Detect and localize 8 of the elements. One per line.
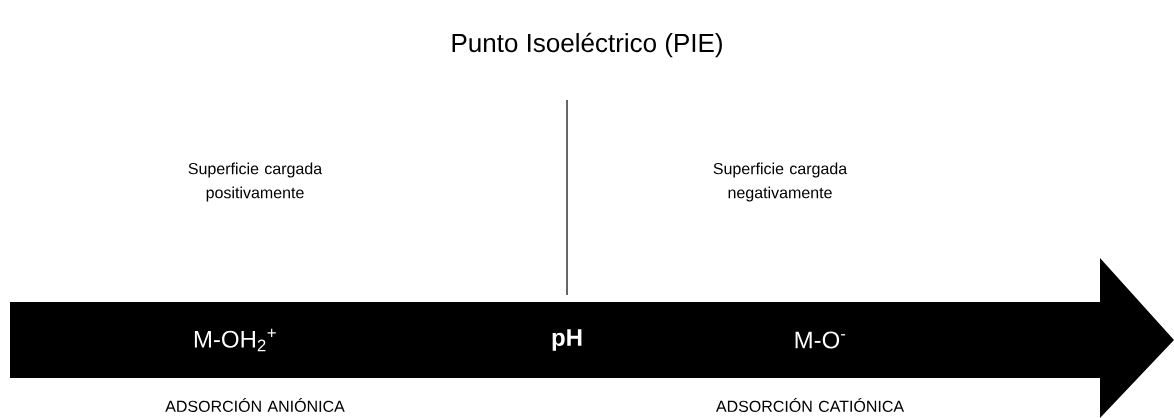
- surface-note: ADSORCIÓN ANIÓNICA: [165, 398, 345, 412]
- arrow-text: pH: [552, 329, 582, 351]
- adsorption-label: Superficie cargada positivamente: [188, 162, 323, 202]
- arrow-text: M-O$^{-}$: [795, 331, 846, 349]
- title: Punto Isoeléctrico (PIE): [452, 32, 722, 58]
- adsorption-label: Superficie cargada negativamente: [713, 162, 848, 202]
- arrow-text: M-OH$_{2}$+: [194, 328, 276, 352]
- surface-note: ADSORCIÓN CATIÓNICA: [715, 398, 905, 412]
